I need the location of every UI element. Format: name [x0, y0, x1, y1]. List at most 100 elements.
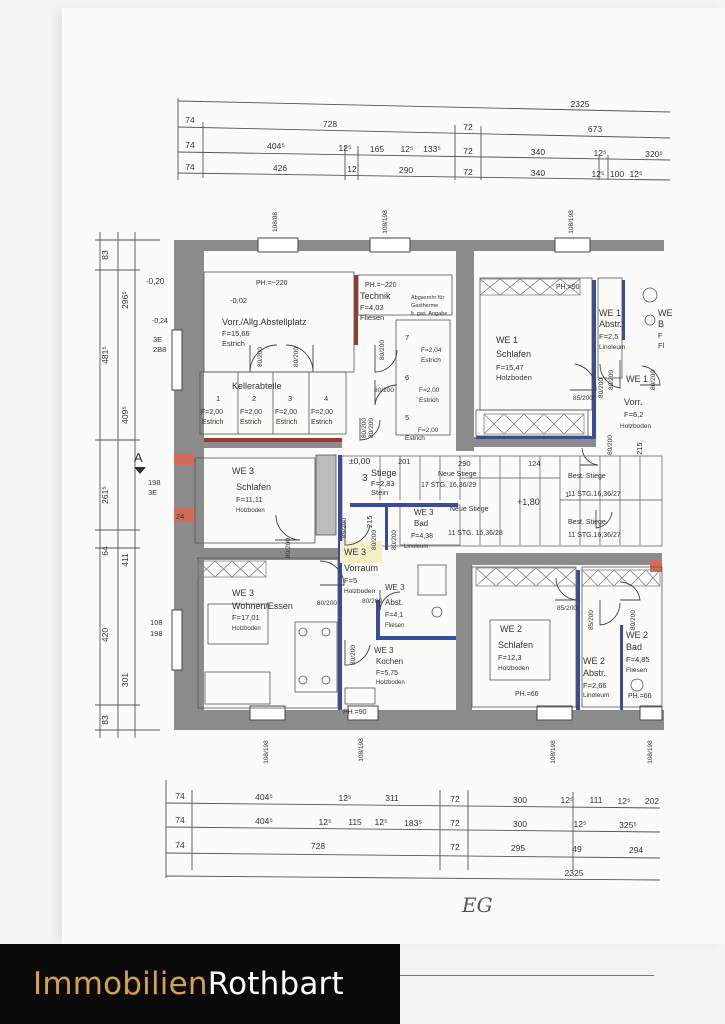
svg-text:WE 2: WE 2 — [500, 624, 522, 634]
svg-text:74: 74 — [175, 791, 185, 801]
svg-text:1: 1 — [216, 394, 220, 403]
svg-text:Estrich: Estrich — [222, 339, 245, 348]
svg-text:F=15,66: F=15,66 — [222, 329, 250, 338]
svg-text:404⁵: 404⁵ — [255, 792, 273, 802]
svg-text:49: 49 — [572, 844, 582, 854]
dim-top-18: 290 — [399, 165, 413, 175]
svg-text:F=6,2: F=6,2 — [624, 410, 643, 419]
svg-text:Fl: Fl — [658, 341, 665, 350]
svg-text:85/200: 85/200 — [557, 605, 577, 612]
dim-top-4: 673 — [588, 124, 602, 134]
svg-text:Linoleum: Linoleum — [404, 544, 428, 550]
dim-top-1: 74 — [185, 115, 195, 125]
room-kellerabteile-name: Kellerabteile — [232, 381, 282, 391]
svg-text:12⁵: 12⁵ — [618, 796, 631, 806]
svg-text:PH.=66: PH.=66 — [515, 691, 539, 698]
svg-text:Estrich: Estrich — [311, 419, 333, 426]
svg-text:WE 3: WE 3 — [232, 588, 254, 598]
svg-text:Estrich: Estrich — [202, 419, 224, 426]
svg-text:325⁵: 325⁵ — [619, 820, 637, 830]
svg-text:17 STG. 16,36/29: 17 STG. 16,36/29 — [421, 482, 476, 489]
dim-top-3: 72 — [463, 122, 473, 132]
dim-top-7: 12⁵ — [339, 143, 352, 153]
svg-text:F=2,83: F=2,83 — [371, 479, 395, 488]
svg-text:WE 2: WE 2 — [583, 656, 605, 666]
windows — [171, 237, 663, 721]
svg-text:F=2,04: F=2,04 — [421, 347, 442, 354]
svg-text:Holzboden: Holzboden — [232, 626, 261, 632]
svg-text:Neue Stiege: Neue Stiege — [450, 506, 489, 513]
svg-text:Fliesen: Fliesen — [385, 623, 404, 629]
svg-text:Fliesen: Fliesen — [360, 313, 384, 322]
dim-top-12: 340 — [531, 147, 545, 157]
svg-text:24: 24 — [176, 512, 184, 521]
left-dimension-chains — [95, 232, 160, 738]
dim-left-8: 420 — [100, 628, 110, 642]
svg-text:Holzboden: Holzboden — [236, 508, 265, 514]
svg-text:202: 202 — [645, 796, 659, 806]
svg-text:Vorr.: Vorr. — [624, 397, 643, 407]
svg-text:F: F — [658, 331, 663, 340]
svg-text:85/200: 85/200 — [573, 395, 593, 402]
svg-text:Best. Stiege: Best. Stiege — [568, 473, 606, 480]
svg-text:Estrich: Estrich — [419, 397, 439, 404]
floor-plan-sheet: 2325 74 728 72 673 74 404⁵ 12⁵ 165 12⁵ 1… — [62, 8, 725, 944]
svg-text:F=4,03: F=4,03 — [360, 303, 384, 312]
dim-top-14: 320⁵ — [645, 149, 663, 159]
dim-left-10: 83 — [100, 715, 110, 725]
svg-text:Abstr.: Abstr. — [599, 319, 622, 329]
door-tags: 80/200 80/200 80/200 80/200 80/200 80/20… — [257, 340, 657, 665]
svg-text:12⁵: 12⁵ — [339, 793, 352, 803]
svg-text:Estrich: Estrich — [240, 419, 262, 426]
svg-text:WE 3: WE 3 — [414, 508, 434, 517]
svg-text:F=2,00: F=2,00 — [240, 409, 262, 416]
svg-text:lt. gas. Angabe: lt. gas. Angabe — [411, 311, 447, 317]
room-labels: -0,02 Vorr./Allg.Abstellplatz F=15,66 Es… — [201, 291, 673, 699]
svg-text:4: 4 — [324, 394, 328, 403]
svg-text:85/200: 85/200 — [341, 518, 348, 538]
dim-top-22: 100 — [610, 169, 624, 179]
room-we3-wohnen-name: Wohnen/Essen — [232, 601, 293, 611]
svg-text:111: 111 — [590, 795, 603, 805]
svg-text:198: 198 — [148, 478, 161, 487]
svg-text:Abst.: Abst. — [385, 598, 403, 607]
level-outside: -0,20 — [146, 277, 165, 286]
svg-text:F=2,00: F=2,00 — [275, 409, 297, 416]
room-we3-schlafen-name: Schlafen — [236, 482, 271, 492]
svg-text:80/200: 80/200 — [350, 645, 357, 665]
svg-text:F=5: F=5 — [344, 576, 357, 585]
svg-text:Stein: Stein — [371, 488, 388, 497]
room-we2-schlafen-name: Schlafen — [498, 640, 533, 650]
svg-text:108/198: 108/198 — [550, 740, 557, 764]
dim-top-19: 72 — [463, 167, 473, 177]
dim-top-10: 133⁵ — [423, 144, 441, 154]
svg-text:72: 72 — [450, 818, 460, 828]
window-tags: 108/88 108/198 108/198 108/198 108/198 1… — [263, 210, 654, 764]
room-we3-vorraum-name: Vorraum — [344, 563, 378, 573]
svg-text:3: 3 — [362, 473, 368, 484]
svg-text:295: 295 — [511, 843, 525, 853]
room-we1-schlafen-name: Schlafen — [496, 349, 531, 359]
svg-text:Linoleum: Linoleum — [583, 692, 609, 699]
svg-text:300: 300 — [513, 795, 527, 805]
svg-text:11 STG.16,36/27: 11 STG.16,36/27 — [568, 532, 621, 539]
dim-top-17: 12 — [347, 164, 357, 174]
svg-text:12⁵: 12⁵ — [319, 817, 332, 827]
svg-text:3E: 3E — [153, 335, 162, 344]
svg-text:WE 2: WE 2 — [626, 630, 648, 640]
svg-text:+1,80: +1,80 — [517, 497, 540, 507]
svg-text:F=2,00: F=2,00 — [311, 409, 333, 416]
svg-text:F=5,75: F=5,75 — [376, 670, 398, 677]
top-dimension-labels: 2325 74 728 72 673 74 404⁵ 12⁵ 165 12⁵ 1… — [185, 99, 663, 179]
svg-text:74: 74 — [175, 840, 185, 850]
svg-text:6: 6 — [405, 373, 409, 382]
svg-text:WE 3: WE 3 — [232, 466, 254, 476]
svg-text:12⁵: 12⁵ — [375, 817, 388, 827]
svg-text:80/200: 80/200 — [379, 340, 386, 360]
svg-text:80/200: 80/200 — [257, 347, 264, 367]
svg-text:108: 108 — [150, 618, 163, 627]
svg-text:-0,24: -0,24 — [152, 318, 168, 325]
svg-text:80/200: 80/200 — [374, 387, 394, 394]
bottom-dimension-labels: 74 404⁵ 12⁵ 311 72 300 12⁵ 111 12⁵ 202 7… — [175, 791, 659, 878]
svg-text:Estrich: Estrich — [421, 357, 441, 364]
